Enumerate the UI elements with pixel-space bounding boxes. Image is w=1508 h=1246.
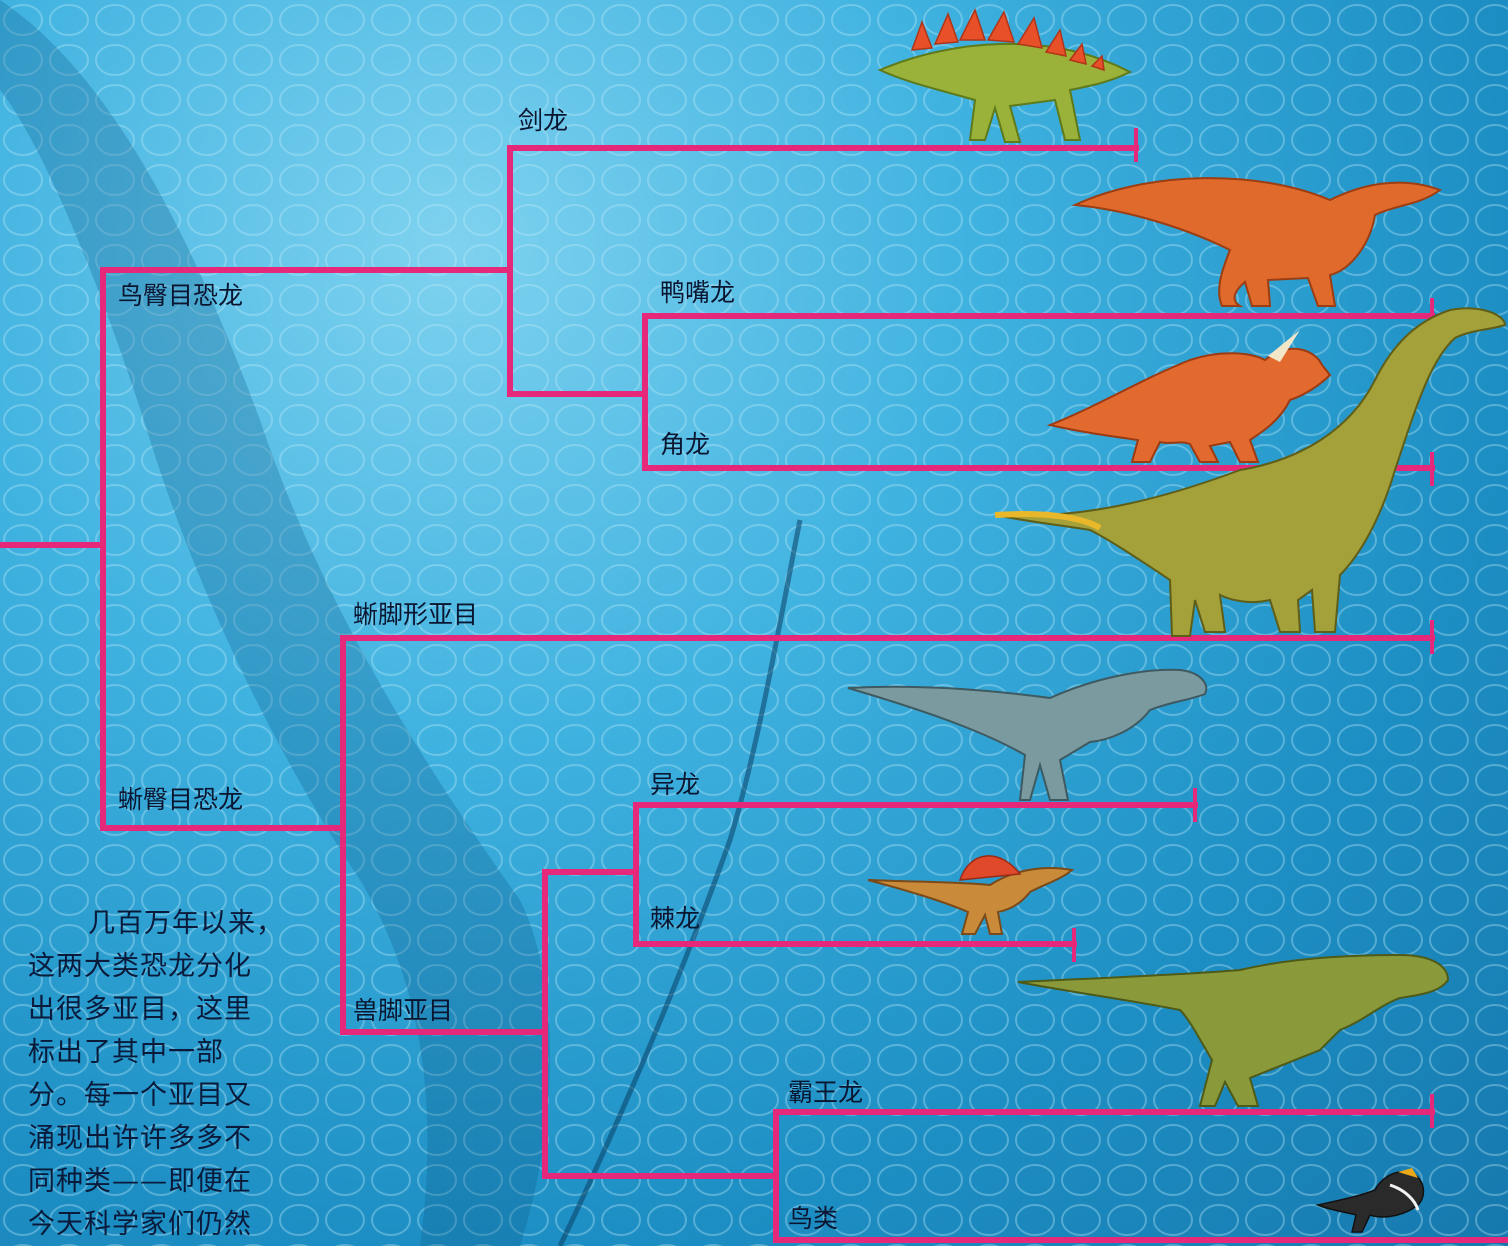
label-ornithischia: 鸟臀目恐龙: [118, 283, 243, 308]
label-theropoda: 兽脚亚目: [353, 998, 453, 1023]
label-sauropodomorpha: 蜥脚形亚目: [353, 602, 478, 627]
body-line: 涌现出许许多多不: [28, 1117, 303, 1160]
label-birds: 鸟类: [788, 1206, 838, 1231]
stegosaurus-icon: [880, 10, 1130, 142]
body-line: 标出了其中一部: [28, 1031, 303, 1074]
label-ceratopsian: 角龙: [660, 432, 710, 457]
body-line: 出很多亚目，这里: [28, 988, 303, 1031]
label-saurischia: 蜥臀目恐龙: [118, 787, 243, 812]
tyrannosaurus-icon: [1018, 955, 1448, 1106]
hadrosaur-icon: [1075, 178, 1440, 306]
allosaurus-icon: [848, 670, 1206, 800]
triceratops-icon: [1050, 330, 1330, 462]
label-allosaurus: 异龙: [650, 772, 700, 797]
body-paragraph: 几百万年以来， 这两大类恐龙分化 出很多亚目，这里 标出了其中一部 分。每一个亚…: [28, 902, 303, 1246]
body-line: 几百万年以来，: [28, 902, 303, 945]
label-tyrannosaurus: 霸王龙: [788, 1080, 863, 1105]
body-line: 分。每一个亚目又: [28, 1074, 303, 1117]
spinosaurus-icon: [868, 856, 1072, 934]
body-line: 同种类——即便在: [28, 1160, 303, 1203]
bird-icon: [1318, 1168, 1423, 1232]
label-stegosaurus: 剑龙: [518, 108, 568, 133]
label-hadrosaur: 鸭嘴龙: [660, 280, 735, 305]
label-spinosaurus: 棘龙: [650, 906, 700, 931]
body-line: 今天科学家们仍然: [28, 1203, 303, 1246]
body-line: 这两大类恐龙分化: [28, 945, 303, 988]
